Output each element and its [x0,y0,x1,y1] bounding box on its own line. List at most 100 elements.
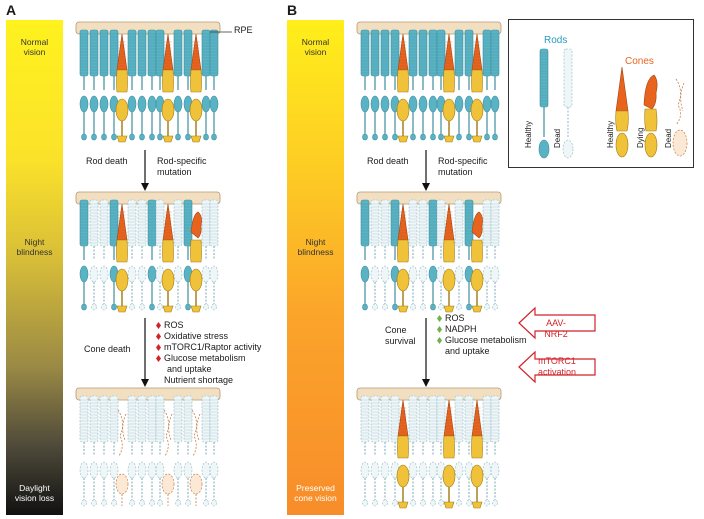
healthy-rod [390,29,400,141]
healthy-rod [370,29,380,141]
up-marker-icon [437,337,442,344]
healthy-cone [470,33,484,143]
dead-rod [209,395,219,507]
factor-glucose-metabolism-b: Glucose metabolism [437,335,527,346]
healthy-cone [470,399,484,509]
dead-rod [408,199,418,311]
healthy-rod [436,29,446,141]
cone-survival-factor-list: ROS NADPH Glucose metabolism and uptake [437,313,527,357]
intervention-arrow-mtorc1 [518,350,596,384]
legend-healthy-rod [538,48,550,159]
arrow-b1 [422,150,430,191]
factor-oxidative-stress: Oxidative stress [156,331,261,342]
healthy-cone [442,203,456,313]
healthy-cone [442,399,456,509]
panel-a-letter: A [6,2,17,18]
arrow-a1 [141,150,149,191]
retina-normal-a [75,21,221,143]
stage-night-blindness-a: Night blindness [16,237,53,257]
dead-rod [79,395,89,507]
healthy-cone [396,33,410,143]
stage-daylight-vision-loss: Daylight vision loss [14,483,55,503]
dead-rod [418,395,428,507]
dead-rod [490,199,500,311]
cone-death-factor-list: ROS Oxidative stress mTORC1/Raptor activ… [156,320,261,386]
healthy-rod [79,29,89,141]
factor-ros-b: ROS [437,313,527,324]
retina-cone-death-a [75,387,221,507]
dead-rod [482,395,492,507]
healthy-rod [201,29,211,141]
retina-preserved-cones-b [356,387,502,509]
healthy-rod [428,199,438,311]
retina-night-blindness-a [75,191,221,313]
legend-cell-drawings [538,48,688,159]
healthy-rod [109,199,119,311]
stage-preserved-cone-vision: Preserved cone vision [294,483,337,503]
dead-rod [89,199,99,311]
up-marker-icon [156,322,161,329]
healthy-rod [418,29,428,141]
healthy-rod [173,29,183,141]
arrow-a2 [141,318,149,387]
dead-rod [99,395,109,507]
dead-rod [436,199,446,311]
legend-dead-rod [562,48,574,159]
rod-death-label-a: Rod death [86,156,128,166]
healthy-cone [115,203,129,313]
dead-rod [137,199,147,311]
dead-rod [127,395,137,507]
legend-rods-title: Rods [544,35,568,46]
factor-glucose-metabolism-a: Glucose metabolism [156,353,261,364]
dead-rod [408,395,418,507]
dead-rod [99,199,109,311]
up-marker-icon [437,326,442,333]
healthy-rod [209,29,219,141]
dead-rod [137,395,147,507]
dead-rod [173,199,183,311]
dead-rod [454,199,464,311]
dead-rod [155,199,165,311]
legend-cones-title: Cones [625,56,654,67]
legend-healthy-cone [615,66,629,158]
healthy-rod [408,29,418,141]
dead-rod [201,395,211,507]
arrow-b2 [422,318,430,387]
dead-rod [490,395,500,507]
factor-ros-a: ROS [156,320,261,331]
dead-rod [380,199,390,311]
healthy-rod [147,29,157,141]
retina-normal-b [356,21,502,143]
dead-cone [115,409,129,506]
healthy-rod [490,29,500,141]
healthy-rod [428,29,438,141]
dead-rod [89,395,99,507]
healthy-rod [99,29,109,141]
healthy-rod [137,29,147,141]
up-marker-icon [156,333,161,340]
legend-dying-cone [643,74,658,158]
healthy-rod [464,29,474,141]
healthy-cone [442,33,456,143]
rpe-label: RPE [234,25,253,35]
dead-rod [436,395,446,507]
stage-normal-vision-b: Normal vision [301,37,330,57]
legend-cone-dead: Dead [664,128,673,148]
factor-mtorc1-raptor: mTORC1/Raptor activity [156,342,261,353]
dying-cone [189,211,203,313]
dead-rod [370,395,380,507]
rod-death-label-b: Rod death [367,156,409,166]
factor-and-uptake-a: and uptake [167,364,212,374]
dead-rod [173,395,183,507]
healthy-cone [161,203,175,313]
dead-cone [189,409,203,506]
down-marker-icon [156,355,161,362]
rod-specific-mutation-label-b: Rod-specific mutation [438,156,488,177]
dead-rod [370,199,380,311]
dead-rod [183,395,193,507]
dead-rod [201,199,211,311]
legend-dead-cone [672,78,688,157]
factor-nutrient-shortage: Nutrient shortage [164,375,234,385]
healthy-rod [89,29,99,141]
cone-death-label: Cone death [84,344,131,354]
